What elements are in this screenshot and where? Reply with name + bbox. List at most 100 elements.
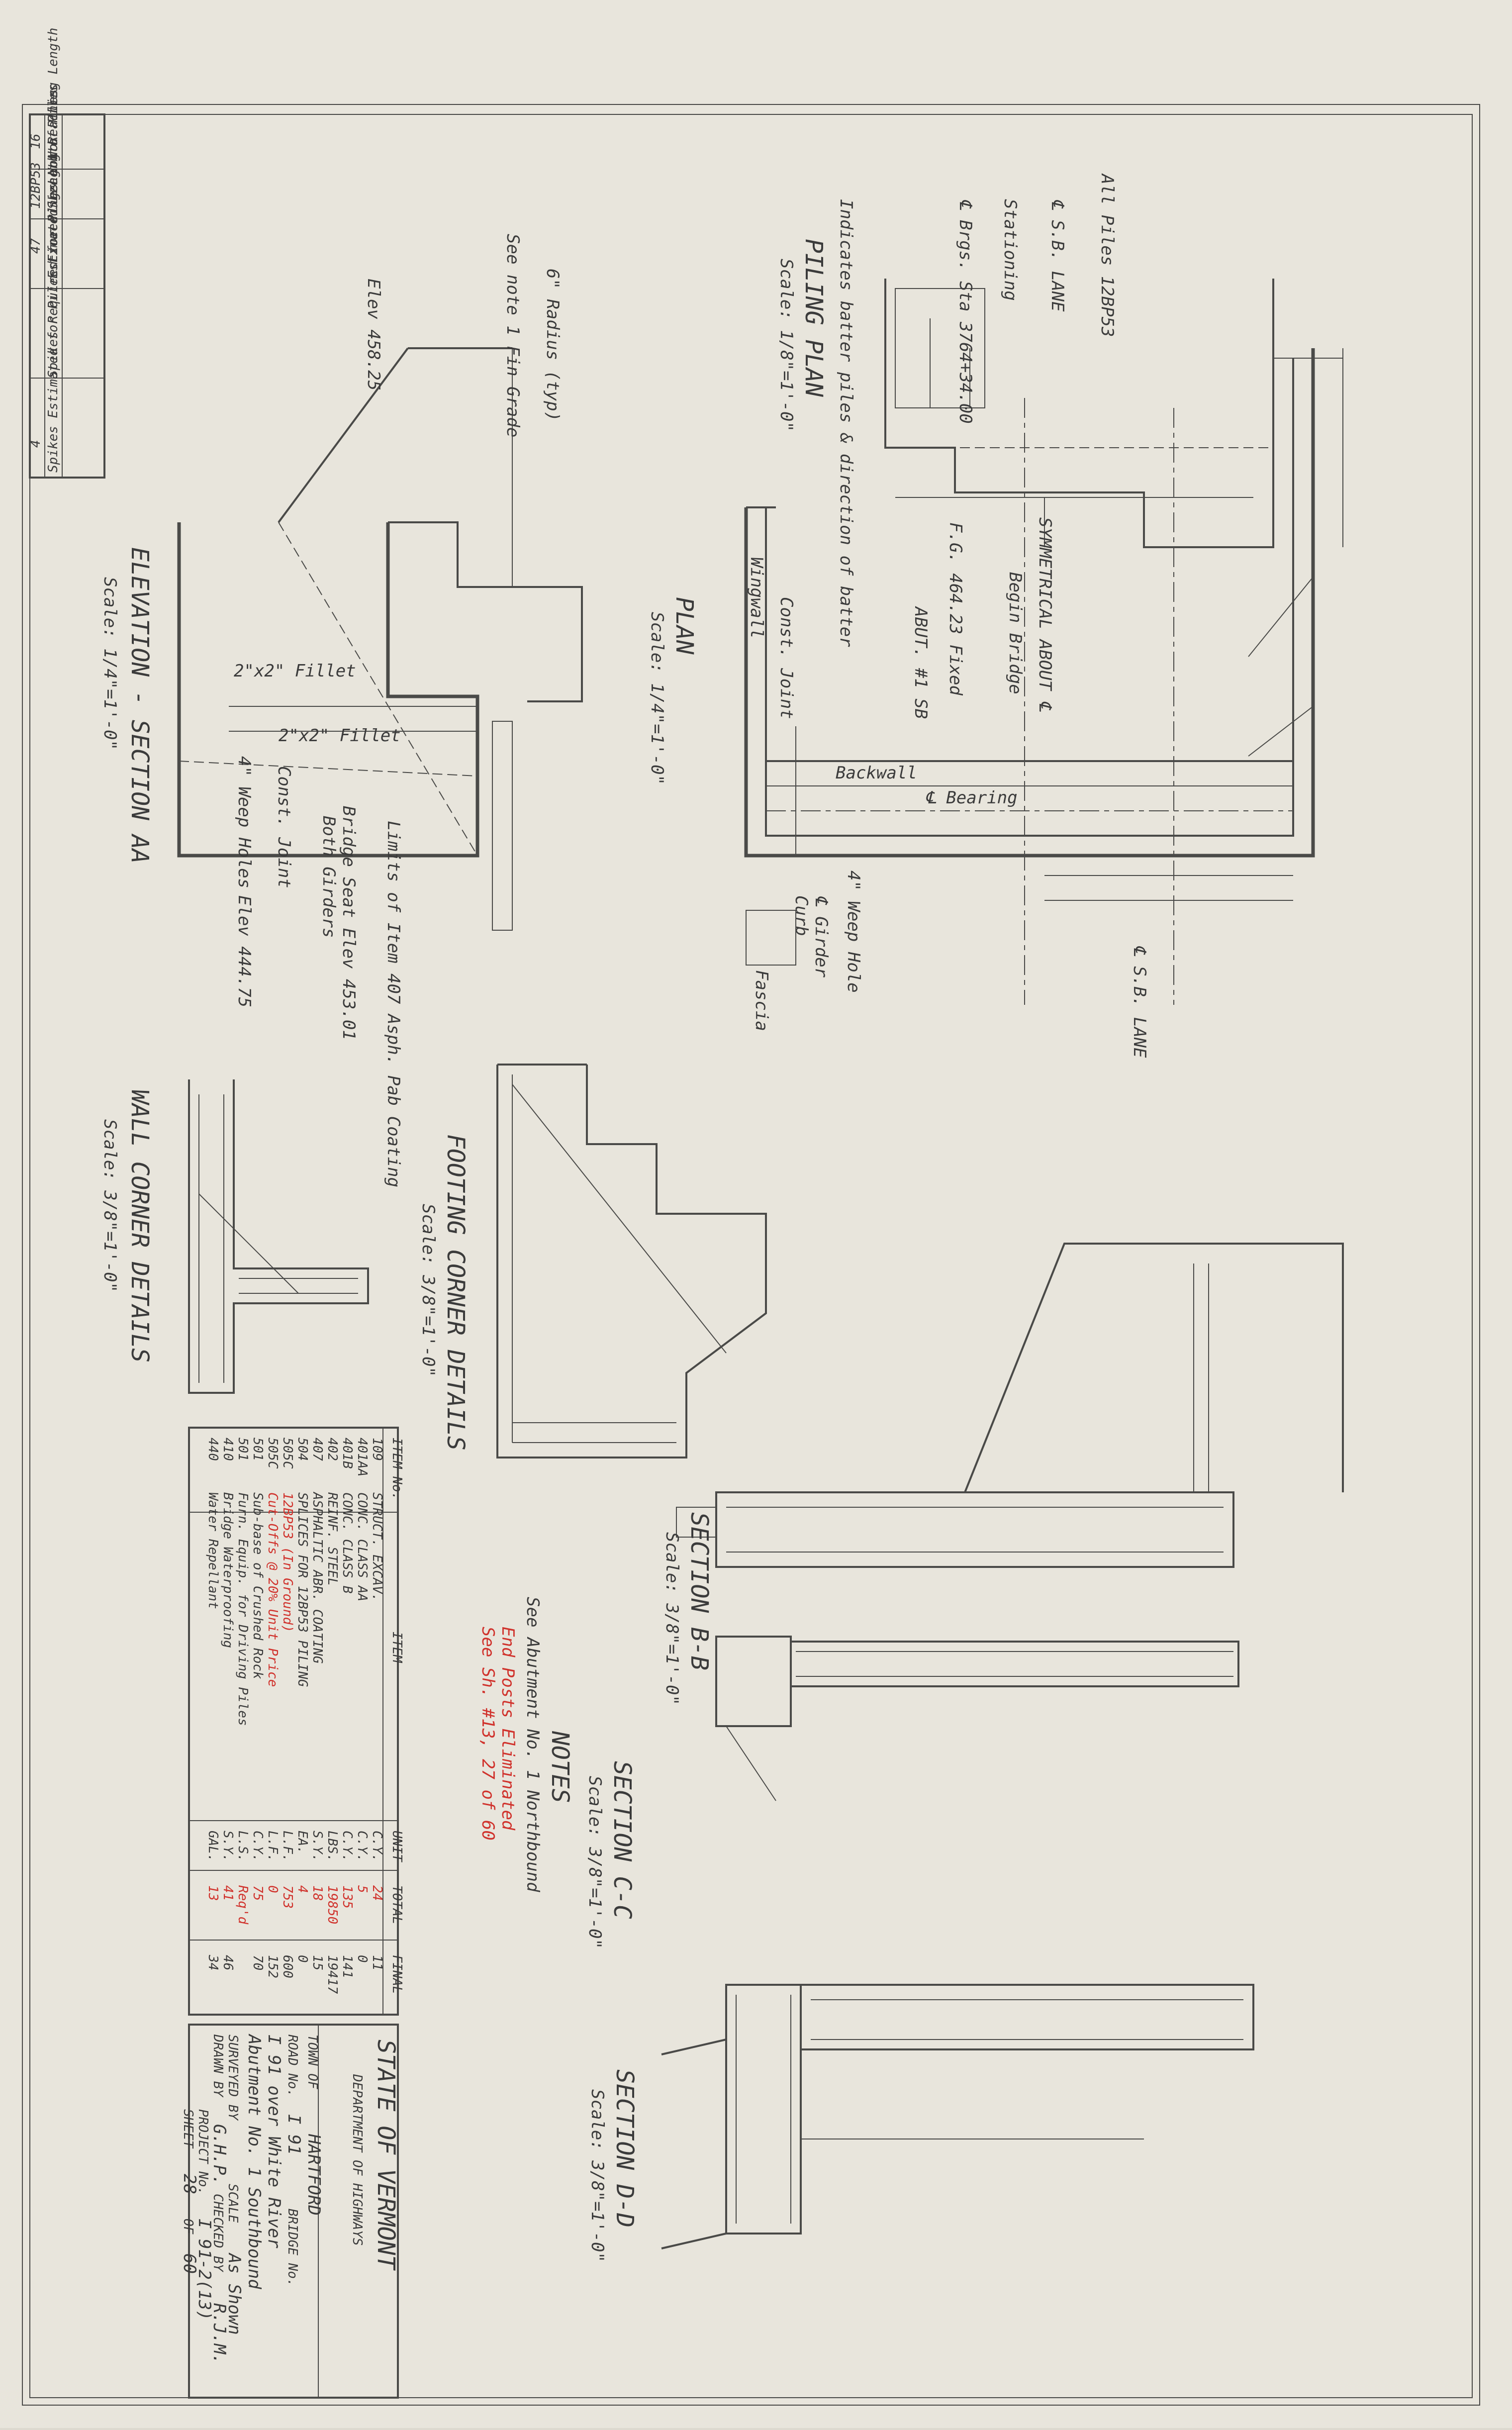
section-dd: SECTION D-D Scale: 3/8"=1'-0" (587, 1984, 1254, 2262)
footing-corner-details: FOOTING CORNER DETAILS Scale: 3/8"=1'-0" (418, 1064, 767, 1458)
elev-limits: Limits of Item 407 Asph. Pab Coating (383, 821, 403, 1187)
tb-town: HARTFORD (304, 2134, 324, 2216)
pile-table: No. Piles Size Estimated Length of Piles… (28, 28, 105, 479)
tb-bridge-label: BRIDGE No. (285, 2209, 300, 2287)
title-block: STATE OF VERMONT DEPARTMENT OF HIGHWAYS … (180, 2024, 400, 2399)
qty-cell: 505C (265, 1438, 280, 1469)
qty-cell: Furn. Equip. for Driving Piles (235, 1492, 250, 1726)
piling-sb-lane: ℄ S.B. LANE (1047, 199, 1067, 312)
plan-sb-lane: ℄ S.B. LANE (1130, 945, 1149, 1058)
elev-fillet-1: 2"x2" Fillet (234, 661, 356, 681)
plan-const-joint: Const. Joint (776, 597, 796, 719)
qty-cell: 34 (205, 1954, 220, 1970)
plan-fixed: F.G. 464.23 Fixed (945, 522, 965, 696)
tb-of-label: OF (181, 2219, 195, 2235)
tb-state: STATE OF VERMONT (372, 2040, 400, 2271)
qty-cell: CONC. CLASS B (340, 1492, 355, 1594)
qty-cell: L.S. (235, 1831, 250, 1862)
qty-header-1: ITEM (389, 1632, 404, 1663)
elevation-title: ELEVATION - SECTION AA (126, 547, 154, 864)
qty-cell: 407 (310, 1438, 325, 1461)
footing-corner-scale: Scale: 3/8"=1'-0" (418, 1204, 438, 1377)
qty-cell: C.Y. (340, 1831, 355, 1862)
tb-surveyed-label: SURVEYED BY (225, 2035, 240, 2122)
plan-symmetrical: SYMMETRICAL ABOUT ℄ (1035, 517, 1055, 712)
qty-cell: 440 (205, 1438, 220, 1461)
qty-cell: 401B (340, 1438, 355, 1469)
plan-scale: Scale: 1/4"=1'-0" (647, 612, 667, 785)
qty-cell: 4 (295, 1885, 310, 1893)
qty-cell: CONC. CLASS AA (355, 1492, 370, 1601)
section-bb-title: SECTION B-B (685, 1512, 713, 1670)
tb-project: I 91-2(13) (194, 2219, 214, 2321)
section-dd-title: SECTION D-D (611, 2069, 639, 2228)
pile-table-header-4: Spikes Estimated for Piles Exceeding Len… (46, 138, 61, 473)
pile-table-header-3: Spikes Required for Piles Not Reaching L… (46, 28, 61, 378)
qty-header-0: ITEM No. (389, 1438, 404, 1500)
qty-cell: 753 (280, 1885, 295, 1909)
notes-red-1: End Posts Eliminated (498, 1627, 518, 1831)
qty-header-3: TOTAL (389, 1885, 404, 1924)
qty-cell: SPLICES FOR 12BP53 PILING (295, 1492, 310, 1687)
wall-corner-title: WALL CORNER DETAILS (126, 1089, 154, 1362)
qty-cell: S.Y. (310, 1831, 325, 1862)
elev-const-joint: Const. Joint (274, 766, 294, 888)
plan-view: Backwall ℄ Bearing Wingwall Const. Joint… (647, 348, 1315, 1058)
qty-cell: L.F. (280, 1831, 295, 1862)
tb-drawn: G.H.P. (209, 2124, 229, 2185)
notes: NOTES See Abutment No. 1 Northbound End … (478, 1597, 574, 1892)
qty-header-2: UNIT (389, 1831, 404, 1862)
qty-cell: 410 (220, 1438, 235, 1461)
tb-road: I 91 (284, 2114, 304, 2155)
tb-scale-label: SCALE (225, 2184, 240, 2223)
tb-project-label: PROJECT No. (195, 2109, 210, 2195)
qty-cell: 19850 (325, 1885, 340, 1924)
qty-cell: 70 (250, 1955, 265, 1970)
plan-curb: Curb (791, 895, 811, 936)
tb-town-label: TOWN OF (305, 2035, 320, 2090)
qty-cell: 501 (250, 1438, 265, 1461)
qty-cell: 501 (235, 1438, 250, 1461)
plan-bearing: ℄ Bearing (925, 788, 1018, 808)
sheet-outer-border (22, 104, 1480, 2406)
tb-line-2: Abutment No. 1 Southbound (244, 2034, 264, 2289)
qty-cell: C.Y. (355, 1831, 370, 1862)
piling-plan-title: PILING PLAN (800, 239, 828, 397)
tb-checked: R.J.M. (209, 2303, 229, 2364)
tb-of: 60 (180, 2253, 199, 2274)
piling-note-2: Indicates batter piles & direction of ba… (836, 199, 856, 647)
notes-heading: NOTES (546, 1731, 574, 1803)
plan-girder: ℄ Girder (811, 895, 831, 978)
qty-cell: EA. (295, 1831, 310, 1854)
elev-both-girders: Both Girders (319, 816, 339, 938)
plan-backwall: Backwall (836, 763, 917, 783)
elev-fillet-2: 2"x2" Fillet (279, 726, 401, 746)
wall-corner-details: WALL CORNER DETAILS Scale: 3/8"=1'-0" (100, 1079, 369, 1394)
section-cc-title: SECTION C-C (608, 1761, 636, 1919)
qty-cell: 401AA (355, 1438, 370, 1476)
qty-cell: GAL. (205, 1831, 220, 1862)
qty-cell: C.Y. (250, 1831, 265, 1862)
qty-cell: LBS. (325, 1831, 340, 1862)
qty-cell: L.F. (265, 1831, 280, 1862)
quantity-table: ITEM No. ITEM UNIT TOTAL FINAL 109STRUCT… (188, 1427, 404, 2016)
qty-cell: 46 (220, 1955, 235, 1970)
wall-corner-scale: Scale: 3/8"=1'-0" (100, 1119, 120, 1292)
tb-sheet-label: SHEET (181, 2109, 195, 2149)
qty-cell: 13 (205, 1885, 220, 1901)
plan-begin-bridge: Begin Bridge (1005, 572, 1025, 694)
elev-radius: 6" Radius (typ) (543, 269, 563, 421)
qty-cell: 12BP53 (In Ground) (280, 1492, 295, 1633)
qty-cell: REINF. STEEL (325, 1492, 340, 1586)
qty-cell: 141 (340, 1955, 355, 1978)
qty-cell: 75 (250, 1885, 265, 1901)
sheet-border (29, 114, 1473, 2398)
qty-cell: Water Repellant (205, 1492, 220, 1609)
